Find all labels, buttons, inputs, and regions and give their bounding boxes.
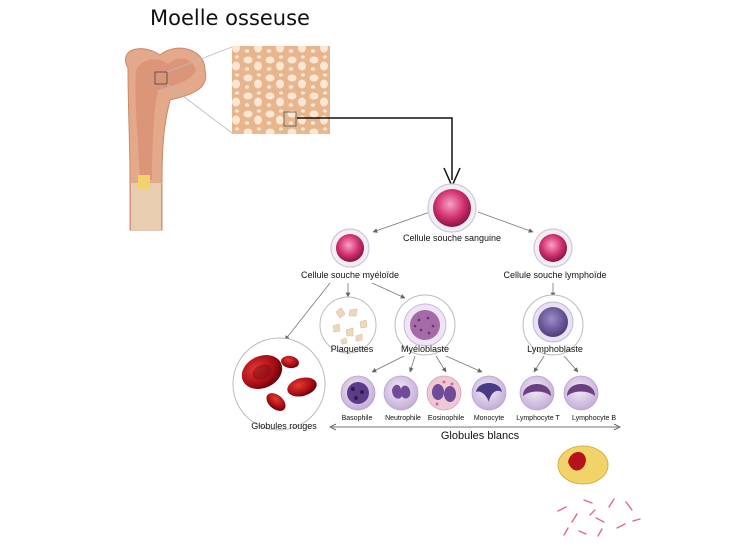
eosinophil-cell	[426, 375, 462, 411]
myeloblast-cell	[394, 294, 456, 356]
red-blood-cells	[232, 337, 326, 431]
stem-cell	[427, 183, 477, 233]
red-cells-label: Globules rouges	[251, 421, 317, 431]
myeloid-stem-cell	[330, 228, 370, 268]
stem-cell-label: Cellule souche sanguine	[402, 233, 502, 243]
bone-illustration	[125, 47, 207, 231]
monocyte-label: Monocyte	[473, 415, 505, 422]
lymphoblast-label: Lymphoblaste	[527, 344, 583, 354]
neutrophil-label: Neutrophile	[385, 415, 421, 422]
myeloid-stem-cell-label: Cellule souche myéloïde	[300, 270, 400, 280]
lymphocyte-t-cell	[519, 375, 555, 411]
bacteria-illustration	[557, 498, 641, 537]
lymphocyte-b-cell	[563, 375, 599, 411]
lymphoid-stem-cell-label: Cellule souche lymphoïde	[503, 270, 607, 280]
white-cells-label: Globules blancs	[440, 430, 520, 442]
lymphoid-stem-cell	[533, 228, 573, 268]
neutrophil-cell	[383, 375, 419, 411]
lymphocyte-b-label: Lymphocyte B	[571, 415, 617, 422]
basophil-cell	[340, 375, 376, 411]
lymphocyte-t-label: Lymphocyte T	[516, 415, 560, 422]
extra-cell-illustration	[557, 445, 609, 485]
marrow-zoom	[232, 46, 330, 134]
lymphoblast-cell	[522, 294, 584, 356]
eosinophil-label: Eosinophile	[427, 415, 465, 422]
white-cells-range-arrow	[329, 423, 621, 431]
page-title: Moelle osseuse	[150, 6, 310, 30]
platelets-cell	[319, 296, 377, 354]
myeloblast-label: Myéloblaste	[400, 344, 450, 354]
monocyte-cell	[471, 375, 507, 411]
platelets-label: Plaquettes	[330, 344, 374, 354]
basophil-label: Basophile	[341, 415, 373, 422]
